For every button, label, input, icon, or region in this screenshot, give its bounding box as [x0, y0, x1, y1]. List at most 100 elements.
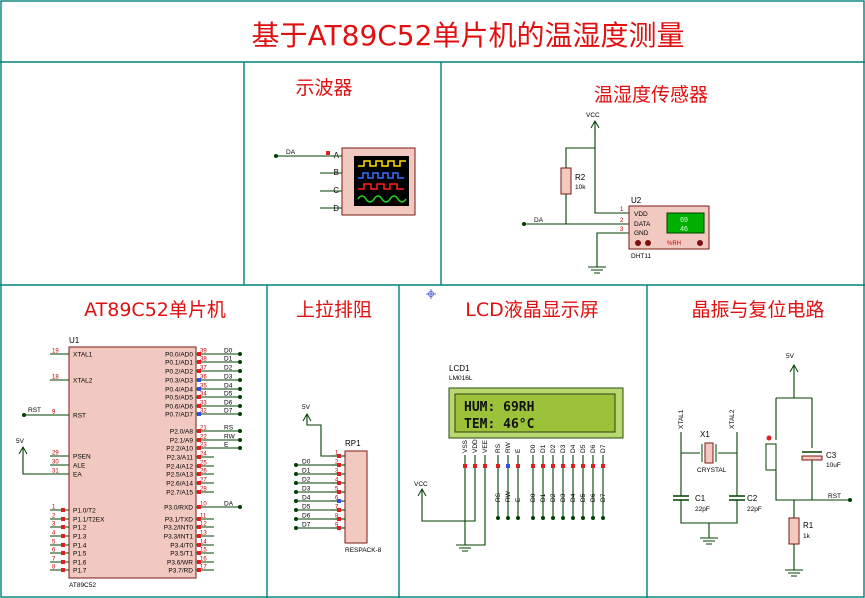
section-title-lcd: LCD液晶显示屏 — [465, 299, 598, 321]
rp-net-label: D7 — [302, 522, 311, 529]
mcu-right-pin-name: P3.2/INT0 — [164, 525, 194, 532]
mcu-pin-marker — [61, 560, 65, 564]
lcd-bus-node — [551, 516, 555, 520]
lcd-bus-label: D5 — [580, 493, 587, 502]
mcu-pin-marker — [197, 369, 201, 373]
mcu-right-pins: 39P0.0/AD0D038P0.1/AD1D137P0.2/AD2D236P0… — [164, 348, 242, 575]
rp-net-node — [294, 490, 298, 494]
mcu-left-pin-number: 2 — [52, 514, 56, 520]
mcu-pin-marker — [197, 534, 201, 538]
mcu-ea-wire — [22, 448, 50, 475]
rp-body — [344, 450, 368, 544]
mcu-right-pin-number: 28 — [200, 487, 207, 493]
lcd-part: LM016L — [449, 375, 473, 382]
mcu-left-pin-name: XTAL2 — [73, 378, 93, 385]
mcu-left-pin-name: ALE — [73, 463, 86, 470]
mcu-net-node — [238, 387, 242, 391]
mcu-pin-marker — [197, 404, 201, 408]
clock-reset-circuit[interactable]: XTAL1 XTAL2 X1 CRYSTAL C1 22pF C2 22pF 5… — [673, 353, 852, 577]
mcu-right-pin-name: P0.1/AD1 — [165, 360, 193, 367]
reset-switch[interactable] — [765, 443, 777, 471]
mcu-right-pin-name: P3.7/RD — [168, 568, 193, 575]
mcu-pin-marker — [61, 508, 65, 512]
rp-pin-number: 9 — [335, 523, 339, 529]
dht11-sensor[interactable]: VCC R2 10k DA U2 DHT11 VDD DATA GND 1 2 … — [522, 112, 710, 274]
mcu-right-pin-number: 27 — [200, 478, 207, 484]
mcu-right-pin-name: P2.3/A11 — [167, 455, 194, 462]
resistor-pack[interactable]: RP1 RESPACK-8 5V 123456789D0D1D2D3D4D5D6… — [294, 404, 382, 554]
lcd-pin-marker — [473, 464, 477, 468]
reset-rst-label: RST — [828, 493, 841, 500]
lcd-bus-label: D0 — [530, 493, 537, 502]
lcd-pin-marker — [561, 464, 565, 468]
dht11-button-mode[interactable] — [697, 240, 703, 246]
mcu-right-pin-number: 22 — [200, 435, 207, 441]
lcd-pin-marker — [591, 464, 595, 468]
lcd-bus-label: D6 — [590, 493, 597, 502]
mcu-right-pin-number: 35 — [200, 384, 207, 390]
reset-rst-node — [848, 498, 852, 502]
c2-value: 22pF — [747, 506, 762, 513]
c3-plate-bottom — [801, 455, 823, 461]
lcd-bus-node — [496, 516, 500, 520]
r2-body — [560, 167, 572, 195]
mcu-net-label: RS — [224, 425, 234, 432]
mcu-pin-marker — [197, 543, 201, 547]
mcu-pin-marker — [197, 446, 201, 450]
osc-da-node — [274, 154, 278, 158]
dht11-button-up[interactable] — [645, 240, 651, 246]
r1-ref: R1 — [803, 521, 814, 530]
mcu-net-node — [238, 395, 242, 399]
lcd-pin-marker — [551, 464, 555, 468]
mcu-left-pin-name: PSEN — [73, 454, 91, 461]
lcd-pin-name: D0 — [530, 444, 537, 453]
lcd-pin-marker — [506, 464, 510, 468]
dht11-pin-data: DATA — [634, 221, 651, 228]
sensor-da-label: DA — [534, 217, 544, 224]
crystal-ref: X1 — [700, 430, 710, 439]
mcu-pin-marker — [197, 472, 201, 476]
mcu-left-pin-name: P1.4 — [73, 543, 87, 550]
lcd-pin-name: D6 — [590, 444, 597, 453]
r1-value: 1k — [803, 533, 811, 540]
mcu-right-pin-name: P0.4/AD4 — [165, 387, 193, 394]
rp-pin-number: 6 — [335, 496, 339, 502]
dht11-button-down[interactable] — [635, 240, 641, 246]
mcu-net-label: D1 — [224, 356, 233, 363]
r1-body — [788, 517, 800, 545]
dht11-pin-num-2: 2 — [620, 218, 624, 224]
lcd-pin-name: RS — [495, 443, 502, 453]
rp-pin-number: 7 — [335, 505, 339, 511]
mcu-left-pin-number: 29 — [52, 451, 59, 457]
mcu-left-pin-number: 8 — [52, 565, 56, 571]
mcu-right-pin-number: 23 — [200, 443, 207, 449]
oscilloscope[interactable]: A B C D — [320, 147, 416, 216]
mcu-right-pin-number: 39 — [200, 349, 207, 355]
mcu-net-node — [238, 429, 242, 433]
mcu-left-pin-number: 18 — [52, 375, 59, 381]
rp-vcc-arrow — [302, 412, 312, 422]
mcu-right-pin-name: P3.3/INT1 — [164, 534, 194, 541]
mcu-left-pin-name: RST — [73, 413, 86, 420]
rp-net-label: D6 — [302, 513, 311, 520]
lcd-bus-label: D4 — [570, 493, 577, 502]
section-title-mcu: AT89C52单片机 — [84, 299, 226, 321]
mcu-net-label: D3 — [224, 374, 233, 381]
mcu-left-pin-name: P1.2 — [73, 525, 87, 532]
lcd-bus-label: E — [515, 497, 522, 502]
mcu-pin-marker — [197, 412, 201, 416]
mcu-pin-marker — [197, 395, 201, 399]
lcd-pin-name: D7 — [600, 444, 607, 453]
reset-button-knob[interactable] — [766, 435, 772, 441]
mcu-net-label: RW — [224, 434, 236, 441]
dht11-pin-gnd: GND — [634, 230, 649, 237]
dht11-display-humidity: 69 — [680, 217, 688, 224]
mcu-net-node — [238, 404, 242, 408]
dht11-pin-num-3: 3 — [620, 227, 624, 233]
mcu-net-label: DA — [224, 501, 234, 508]
lcd-pin-marker — [463, 464, 467, 468]
c3-value: 10uF — [826, 462, 841, 469]
